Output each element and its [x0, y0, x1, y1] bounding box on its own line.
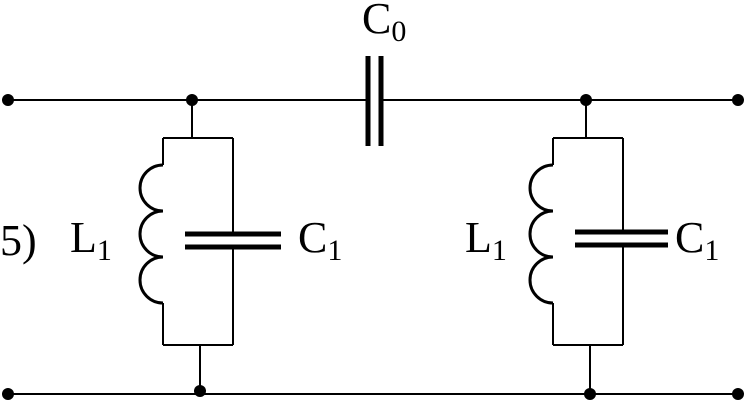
series-capacitor-c0	[365, 56, 384, 146]
left-l1-label: L1	[70, 213, 112, 267]
left-tank	[138, 100, 281, 394]
right-inductor-coil	[528, 163, 554, 305]
c0-label: C0	[362, 0, 406, 48]
top-left-terminal	[2, 94, 14, 106]
right-l1-label: L1	[465, 213, 507, 267]
top-right-junction	[580, 94, 592, 106]
bottom-left-terminal	[2, 388, 14, 400]
right-tank	[528, 100, 668, 394]
left-inductor-coil	[138, 163, 164, 305]
top-right-terminal	[732, 94, 744, 106]
top-left-junction	[186, 94, 198, 106]
bottom-right-terminal	[732, 388, 744, 400]
figure-index-label: 5)	[0, 216, 37, 265]
bottom-left-junction	[194, 385, 206, 397]
left-c1-label: C1	[298, 213, 342, 267]
right-c1-label: C1	[675, 213, 719, 267]
bottom-right-junction	[584, 388, 596, 400]
